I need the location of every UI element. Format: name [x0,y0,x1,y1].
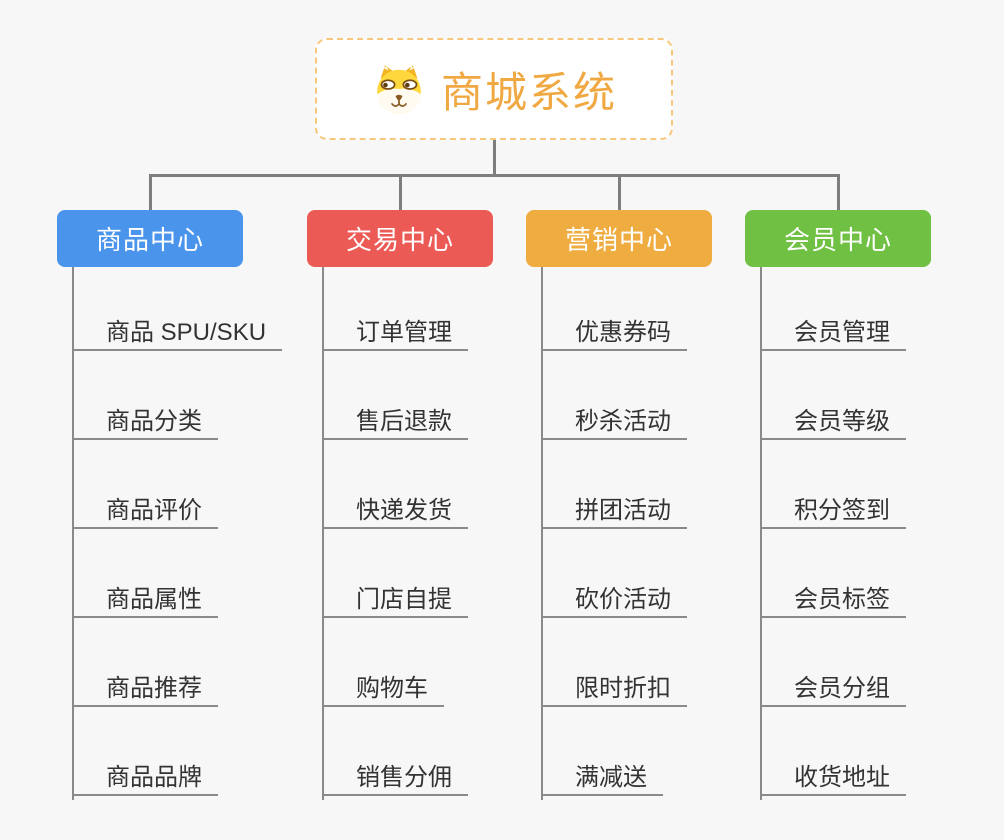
connector-drop-1 [149,174,152,210]
leaf-node[interactable]: 会员标签 [760,584,906,618]
leaf-node[interactable]: 售后退款 [322,406,468,440]
branch-trunk-trade [322,267,324,800]
connector-root-stub [493,140,496,177]
leaf-node[interactable]: 秒杀活动 [541,406,687,440]
branch-node-products[interactable]: 商品中心 [57,210,243,267]
leaf-node[interactable]: 门店自提 [322,584,468,618]
leaf-node[interactable]: 会员管理 [760,317,906,351]
branch-trunk-members [760,267,762,800]
leaf-node[interactable]: 收货地址 [760,762,906,796]
leaf-node[interactable]: 商品分类 [72,406,218,440]
connector-drop-4 [837,174,840,210]
leaf-node[interactable]: 限时折扣 [541,673,687,707]
branch-trunk-marketing [541,267,543,800]
branch-node-trade[interactable]: 交易中心 [307,210,493,267]
leaf-node[interactable]: 满减送 [541,762,663,796]
leaf-node[interactable]: 商品评价 [72,495,218,529]
leaf-node[interactable]: 积分签到 [760,495,906,529]
root-node[interactable]: 商城系统 [315,38,673,140]
leaf-node[interactable]: 商品 SPU/SKU [72,317,283,351]
root-title: 商城系统 [440,68,617,116]
leaf-node[interactable]: 快递发货 [322,495,468,529]
leaf-node[interactable]: 购物车 [322,673,444,707]
leaf-node[interactable]: 商品品牌 [72,762,218,796]
leaf-node[interactable]: 会员分组 [760,673,906,707]
branch-node-members[interactable]: 会员中心 [745,210,931,267]
leaf-node[interactable]: 订单管理 [322,317,468,351]
leaf-node[interactable]: 砍价活动 [541,584,687,618]
leaf-node[interactable]: 商品推荐 [72,673,218,707]
connector-drop-3 [618,174,621,210]
branch-trunk-products [72,267,74,800]
leaf-node[interactable]: 优惠券码 [541,317,687,351]
leaf-node[interactable]: 拼团活动 [541,495,687,529]
leaf-node[interactable]: 会员等级 [760,406,906,440]
leaf-node[interactable]: 商品属性 [72,584,218,618]
dog-face-icon [377,65,421,114]
connector-horizontal [149,174,840,177]
connector-drop-2 [399,174,402,210]
branch-node-marketing[interactable]: 营销中心 [526,210,712,267]
leaf-node[interactable]: 销售分佣 [322,762,468,796]
